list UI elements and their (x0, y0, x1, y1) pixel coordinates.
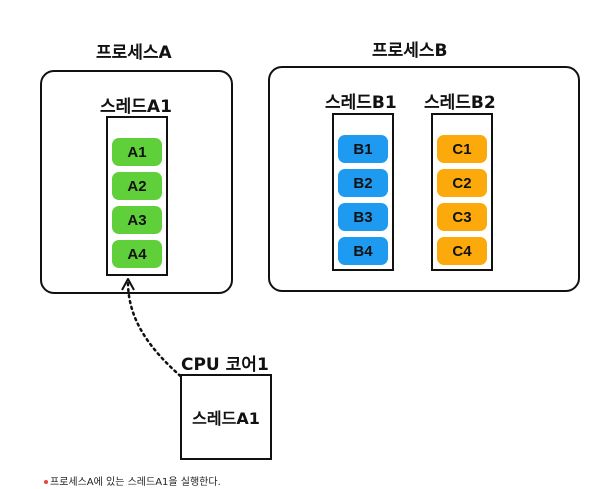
process-a-title: 프로세스A (96, 43, 172, 63)
task-b3: B3 (338, 203, 388, 231)
task-c1: C1 (437, 135, 487, 163)
task-c2: C2 (437, 169, 487, 197)
task-c4: C4 (437, 237, 487, 265)
process-b-title: 프로세스B (372, 41, 448, 61)
process-b-box (268, 66, 580, 292)
cpu-running-thread: 스레드A1 (192, 409, 260, 428)
thread-a1-title: 스레드A1 (100, 97, 172, 117)
thread-b2-title: 스레드B2 (424, 93, 496, 113)
task-a1: A1 (112, 138, 162, 166)
thread-b1-title: 스레드B1 (325, 93, 397, 113)
task-b4: B4 (338, 237, 388, 265)
caption-text: 프로세스A에 있는 스레드A1을 실행한다. (50, 477, 221, 488)
cpu-core-box: 스레드A1 (180, 374, 272, 460)
task-b1: B1 (338, 135, 388, 163)
task-a2: A2 (112, 172, 162, 200)
cpu-core-title: CPU 코어1 (181, 355, 269, 375)
execution-arrow-line (126, 280, 187, 382)
task-a4: A4 (112, 240, 162, 268)
task-c3: C3 (437, 203, 487, 231)
task-b2: B2 (338, 169, 388, 197)
execution-arrow-head (121, 278, 135, 291)
task-a3: A3 (112, 206, 162, 234)
caption-bullet (44, 480, 48, 484)
